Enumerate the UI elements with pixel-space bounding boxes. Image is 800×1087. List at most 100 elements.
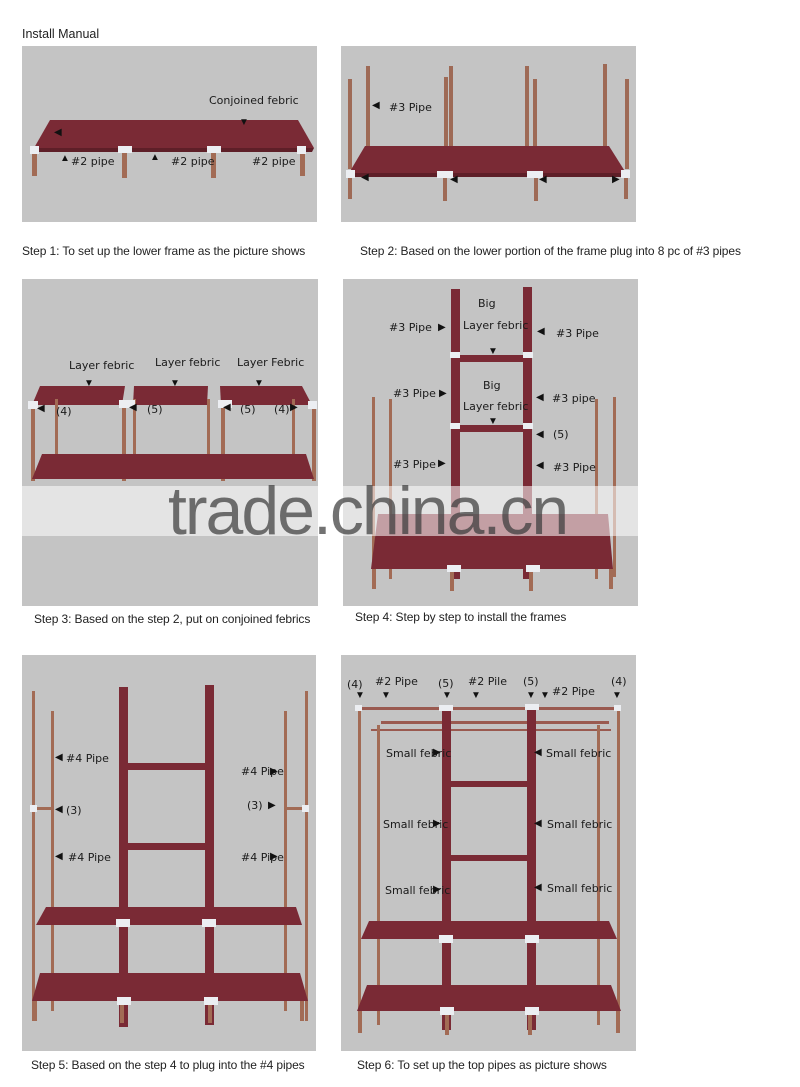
- label-right-pipe-3: #3 Pipe: [553, 461, 596, 474]
- arrow-icon: ◀: [534, 747, 542, 758]
- label-right-pipe-4b: #4 Pipe: [241, 851, 284, 864]
- arrow-icon: ◀: [55, 752, 63, 763]
- manual-title: Install Manual: [22, 27, 100, 41]
- label-pipe-2c: #2 pipe: [252, 155, 296, 168]
- arrow-icon: ◀: [55, 851, 63, 862]
- label-layer-fabric-c: Layer Febric: [237, 356, 305, 369]
- label-big-2: Big: [483, 379, 501, 392]
- label-left-pipe-3: #3 Pipe: [393, 458, 436, 471]
- arrow-icon: ▶: [270, 766, 278, 777]
- arrow-icon: ◀: [450, 174, 458, 185]
- step-1-image: ◀ ▼ Conjoined febric ▲ #2 pipe ▲ #2 pipe…: [22, 46, 317, 222]
- pipe-4-assembly-illustration: [30, 685, 309, 1027]
- label-small-fabric-4: Small febric: [547, 818, 613, 831]
- step-1-caption: Step 1: To set up the lower frame as the…: [22, 244, 306, 258]
- label-small-fabric-3: Small febric: [383, 818, 449, 831]
- label-small-fabric-6: Small febric: [547, 882, 613, 895]
- arrow-icon: ▶: [433, 747, 441, 758]
- label-small-fabric-5: Small febric: [385, 884, 451, 897]
- arrow-icon: ▼: [471, 690, 481, 701]
- arrow-icon: ◀: [536, 460, 544, 471]
- arrow-icon: ◀: [537, 326, 545, 337]
- step-3-image: Layer febric Layer febric Layer Febric ▼…: [22, 279, 318, 606]
- label-left-pipe-2: #3 Pipe: [393, 387, 436, 400]
- arrow-icon: ▲: [60, 153, 70, 164]
- step-3-caption: Step 3: Based on the step 2, put on conj…: [34, 612, 311, 626]
- step-5-caption: Step 5: Based on the step 4 to plug into…: [31, 1058, 305, 1072]
- arrow-icon: ▶: [438, 458, 446, 469]
- step-4-image: Big Layer febric ▼ Big Layer febric ▼ #3…: [343, 279, 638, 606]
- label-big-1: Big: [478, 297, 496, 310]
- label-right-pipe-4a: #4 Pipe: [241, 765, 284, 778]
- label-top-pipe-b: #2 Pipe: [552, 685, 595, 698]
- label-layer-fabric-2: Layer febric: [463, 400, 529, 413]
- label-top-pile: #2 Pile: [468, 675, 507, 688]
- label-left-pipe-4b: #4 Pipe: [68, 851, 111, 864]
- arrow-icon: ◀: [55, 804, 63, 815]
- arrow-icon: ▼: [355, 690, 365, 701]
- arrow-icon: ▲: [150, 152, 160, 163]
- label-pipe-2a: #2 pipe: [71, 155, 115, 168]
- arrow-icon: ▶: [268, 800, 276, 811]
- label-left-n3: (3): [66, 804, 82, 817]
- top-pipes-illustration: [355, 704, 621, 1035]
- label-small-fabric-2: Small febric: [546, 747, 612, 760]
- label-top-n4-left: (4): [347, 678, 363, 691]
- lower-frame-illustration: [30, 120, 314, 178]
- arrow-icon: ▼: [254, 378, 264, 389]
- arrow-icon: ▼: [540, 690, 550, 701]
- label-n5-b: (5): [240, 403, 256, 416]
- frame-with-pipes-illustration: [346, 64, 630, 201]
- label-right-n5: (5): [553, 428, 569, 441]
- arrow-icon: ▶: [290, 402, 298, 413]
- arrow-icon: ◀: [536, 429, 544, 440]
- label-top-pipe-a: #2 Pipe: [375, 675, 418, 688]
- arrow-icon: ◀: [534, 818, 542, 829]
- label-n4-right: (4): [274, 403, 290, 416]
- arrow-icon: ▼: [381, 690, 391, 701]
- arrow-icon: ▶: [439, 388, 447, 399]
- arrow-icon: ▶: [433, 884, 441, 895]
- label-layer-fabric-b: Layer febric: [155, 356, 221, 369]
- label-conjoined-fabric: Conjoined febric: [209, 94, 299, 107]
- arrow-icon: ◀: [54, 127, 62, 138]
- label-top-n5-b: (5): [523, 675, 539, 688]
- arrow-icon: ◀: [539, 174, 547, 185]
- label-small-fabric-1: Small febric: [386, 747, 452, 760]
- arrow-icon: ▼: [84, 378, 94, 389]
- arrow-icon: ▶: [270, 851, 278, 862]
- label-right-pipe-1: #3 Pipe: [556, 327, 599, 340]
- step-4-caption: Step 4: Step by step to install the fram…: [355, 610, 567, 624]
- arrow-icon: ◀: [536, 392, 544, 403]
- arrow-icon: ◀: [361, 172, 369, 183]
- label-right-pipe-2: #3 pipe: [552, 392, 596, 405]
- arrow-icon: ◀: [372, 100, 380, 111]
- step-2-caption: Step 2: Based on the lower portion of th…: [360, 244, 741, 258]
- arrow-icon: ▼: [612, 690, 622, 701]
- label-top-n4-right: (4): [611, 675, 627, 688]
- label-n4-left: (4): [56, 405, 72, 418]
- step-6-caption: Step 6: To set up the top pipes as pictu…: [357, 1058, 607, 1072]
- arrow-icon: ▼: [239, 117, 249, 128]
- arrow-icon: ◀: [534, 882, 542, 893]
- arrow-icon: ▼: [170, 378, 180, 389]
- label-pipe-3: #3 Pipe: [389, 101, 432, 114]
- label-layer-fabric-1: Layer febric: [463, 319, 529, 332]
- arrow-icon: ◀: [129, 402, 137, 413]
- conjoined-fabric-illustration: [22, 386, 318, 606]
- label-right-n3: (3): [247, 799, 263, 812]
- arrow-icon: ▼: [488, 416, 498, 427]
- label-top-n5-a: (5): [438, 677, 454, 690]
- arrow-icon: ▶: [433, 818, 441, 829]
- arrow-icon: ◀: [223, 402, 231, 413]
- step-2-image: ◀ #3 Pipe ◀ ◀ ◀ ▶: [341, 46, 636, 222]
- arrow-icon: ▼: [488, 346, 498, 357]
- step-6-image: (4) ▼ #2 Pipe ▼ (5) ▼ #2 Pile ▼ (5) ▼ ▼ …: [341, 655, 636, 1051]
- label-left-pipe-1: #3 Pipe: [389, 321, 432, 334]
- label-n5-a: (5): [147, 403, 163, 416]
- arrow-icon: ▼: [442, 690, 452, 701]
- arrow-icon: ◀: [37, 403, 45, 414]
- label-layer-fabric-a: Layer febric: [69, 359, 135, 372]
- label-pipe-2b: #2 pipe: [171, 155, 215, 168]
- step-5-image: ◀ #4 Pipe ◀ (3) ◀ #4 Pipe #4 Pipe ▶ (3) …: [22, 655, 316, 1051]
